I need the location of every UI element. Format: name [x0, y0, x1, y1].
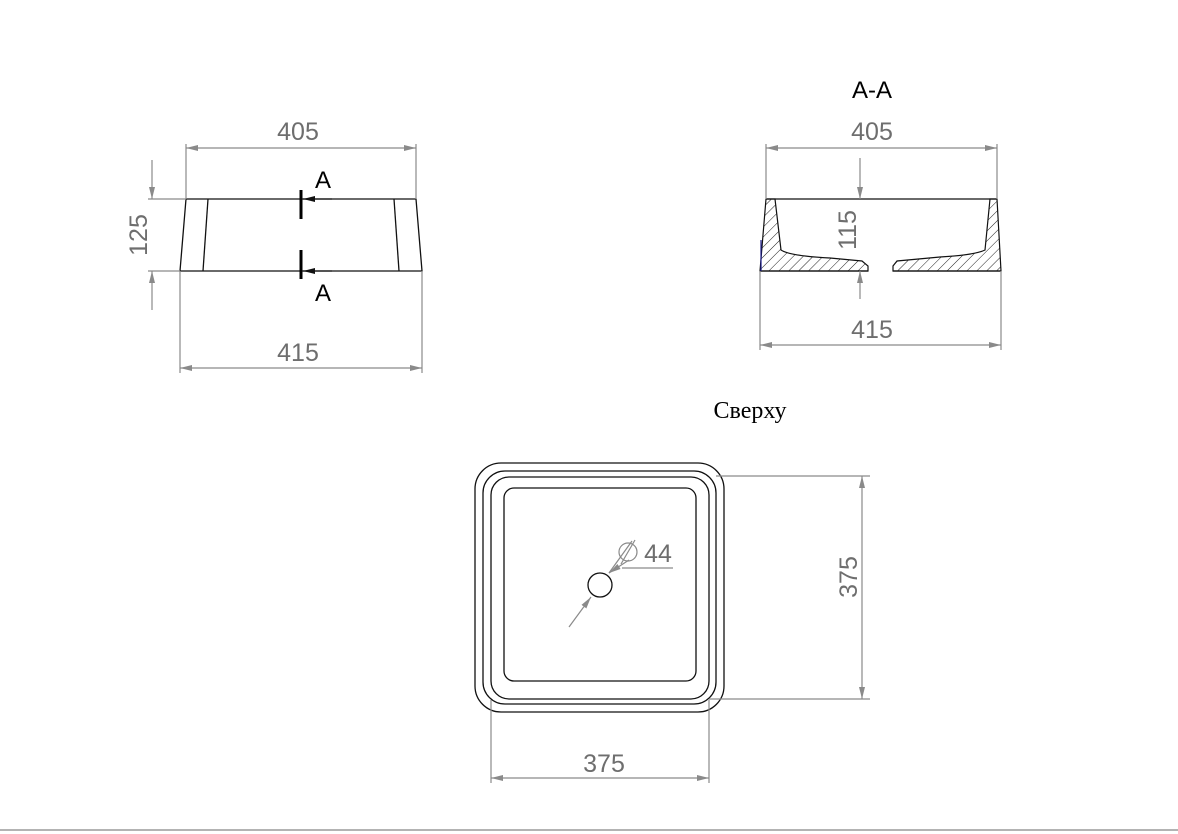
- dim-label: 375: [583, 750, 625, 778]
- rim-line-3: [490, 476, 710, 700]
- section-view-a-a: A-A 405 415 115: [759, 77, 1002, 350]
- section-marker-a: A A: [299, 167, 332, 307]
- section-letter-top: A: [315, 167, 331, 194]
- dim-label: 115: [834, 210, 862, 250]
- section-wall-right: [892, 198, 1002, 272]
- section-title: A-A: [852, 77, 892, 104]
- drain-hole: [587, 572, 613, 598]
- dim-405-front: 405: [185, 118, 417, 199]
- front-view: 405 415 125 A A: [125, 118, 423, 373]
- dim-label: 405: [851, 118, 893, 146]
- top-view: Сверху 44 375 375: [474, 398, 870, 783]
- dim-375-vertical: 375: [709, 475, 870, 700]
- front-inner-right-edge: [393, 198, 400, 272]
- dim-drain-diameter: 44: [568, 539, 673, 628]
- dim-label: 415: [277, 339, 319, 367]
- dim-405-section: 405: [765, 118, 998, 199]
- outer-rim: [474, 462, 725, 713]
- section-wall-left: [759, 198, 869, 272]
- diameter-symbol-icon: [618, 542, 638, 562]
- dim-label: 405: [277, 118, 319, 146]
- dim-label: 375: [835, 556, 863, 598]
- dim-label: 44: [644, 540, 672, 568]
- dim-125-height: 125: [125, 160, 186, 310]
- section-letter-bottom: A: [315, 280, 331, 307]
- top-view-title: Сверху: [714, 398, 787, 424]
- dim-115-depth: 115: [834, 158, 863, 299]
- dim-415-front: 415: [179, 271, 423, 373]
- dim-415-section: 415: [759, 271, 1002, 350]
- rim-line-2: [482, 470, 717, 705]
- dim-375-horizontal: 375: [490, 700, 710, 783]
- bowl-inner: [503, 487, 697, 682]
- dim-label: 415: [851, 316, 893, 344]
- front-inner-left-edge: [202, 198, 209, 272]
- dim-label: 125: [125, 214, 153, 256]
